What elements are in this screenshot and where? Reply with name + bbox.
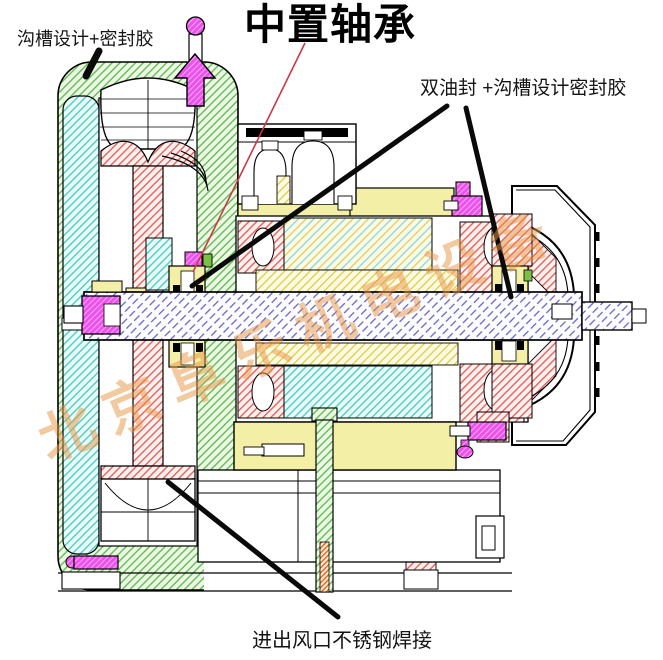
stator-lower: [235, 339, 529, 423]
top-plug: [173, 16, 217, 107]
groove-seal-leader-line: [82, 47, 103, 80]
page-title: 中置轴承: [244, 1, 417, 48]
shaft: [63, 280, 647, 341]
oil-seal-leader-right: [463, 105, 514, 300]
bottom-housing: [197, 469, 505, 563]
bottom-left-bolt: [61, 555, 121, 590]
weld-leader-line: [165, 479, 341, 620]
title-leader-line: [192, 42, 306, 273]
terminal-valve-box: [237, 123, 357, 211]
annotation-stainless-weld: 进出风口不锈钢焊接: [252, 630, 432, 652]
annotation-double-oil-seal: 双油封 +沟槽设计密封胶: [420, 78, 627, 99]
oil-seal-leader-left: [189, 103, 450, 289]
base-and-bolts: [233, 407, 510, 593]
right-seal-clamp: [443, 181, 483, 217]
annotation-groove-seal: 沟槽设计+密封胶: [17, 29, 154, 49]
leader-lines: [82, 42, 514, 620]
